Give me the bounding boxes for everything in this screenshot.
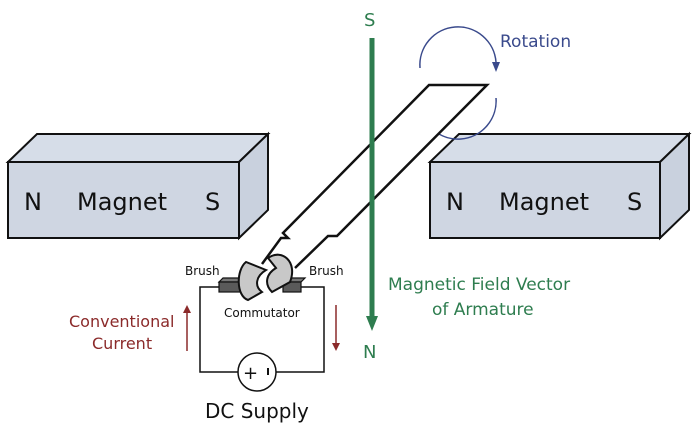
current-arrow-down: [332, 305, 340, 351]
field-vector: [366, 38, 378, 331]
right-magnet-label: Magnet: [499, 188, 589, 216]
field-label-line1: Magnetic Field Vector: [388, 275, 570, 295]
commutator: [237, 253, 293, 302]
brush-right-label: Brush: [309, 264, 344, 278]
commutator-label: Commutator: [224, 306, 300, 320]
field-top-pole: S: [364, 10, 375, 31]
current-label-line2: Current: [92, 334, 152, 353]
circuit-wires: [199, 286, 325, 373]
rotation-arc-top: [419, 26, 497, 69]
current-arrow-up: [183, 305, 191, 351]
right-magnet-face: [429, 161, 661, 239]
rotation-label: Rotation: [500, 32, 571, 52]
brush-left-label: Brush: [185, 264, 220, 278]
dc-supply-symbol: [237, 352, 277, 392]
left-magnet-south: S: [205, 188, 220, 216]
right-magnet-south: S: [627, 188, 642, 216]
rotation-arrowhead-down: [492, 62, 500, 72]
field-label-line2: of Armature: [432, 300, 534, 320]
commutator-segment-right: [266, 253, 293, 294]
left-magnet-north: N: [24, 188, 42, 216]
current-label-line1: Conventional: [69, 312, 174, 331]
right-magnet: N Magnet S: [427, 131, 692, 241]
dc-supply-plus: +: [243, 363, 258, 384]
left-magnet-label: Magnet: [77, 188, 167, 216]
left-magnet: N Magnet S: [5, 131, 271, 241]
field-vector-arrowhead: [366, 316, 378, 331]
dc-supply: +: [237, 352, 277, 392]
dc-supply-label: DC Supply: [205, 399, 309, 423]
left-magnet-top: [5, 133, 271, 163]
right-magnet-north: N: [446, 188, 464, 216]
left-magnet-face: [7, 161, 240, 239]
wire-left: [199, 286, 238, 373]
wire-right: [276, 286, 325, 373]
commutator-segment-left: [237, 260, 269, 302]
field-bottom-pole: N: [363, 342, 376, 363]
